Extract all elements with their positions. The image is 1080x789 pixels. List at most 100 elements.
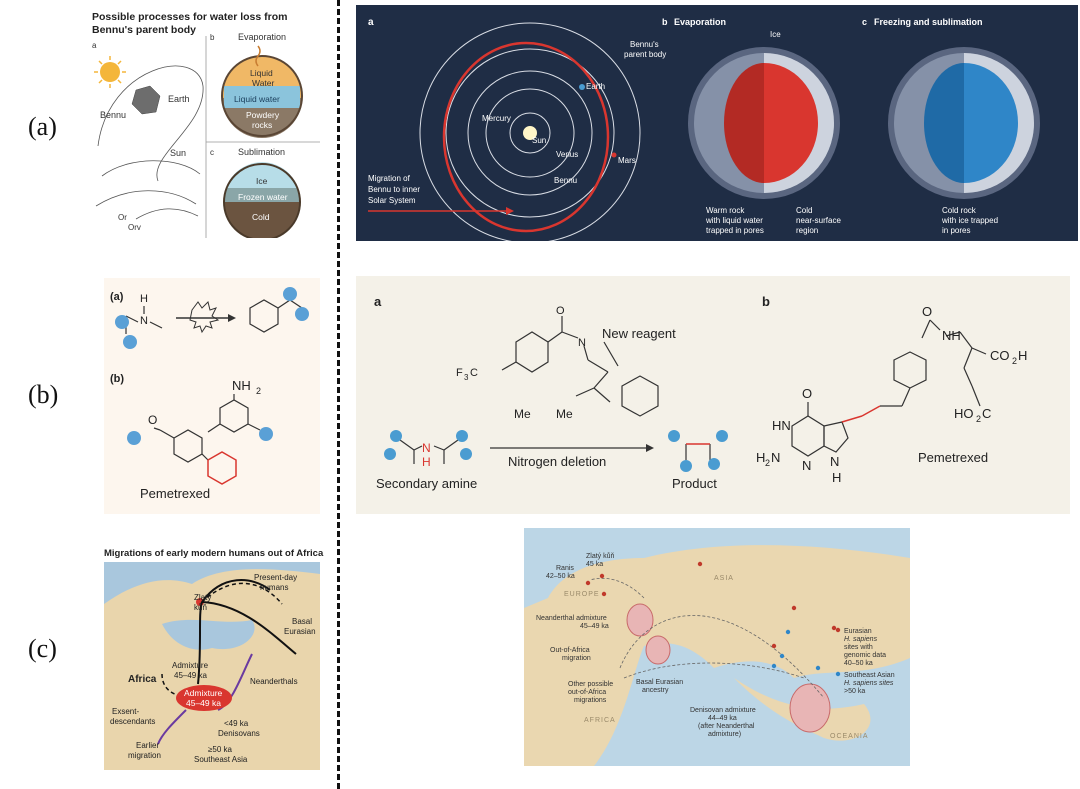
freezing-sphere	[888, 47, 1040, 199]
a-right-warm1: Warm rock	[706, 206, 745, 215]
c-right-leg1b: H. sapiens	[844, 636, 878, 643]
a-left-liquid2: Water	[252, 78, 275, 88]
b-left-o: O	[148, 413, 157, 427]
a-right-panel-c-title: Freezing and sublimation	[874, 17, 983, 27]
c-right-ranis1: Ranis	[556, 565, 574, 572]
b-left-atom-2	[123, 335, 137, 349]
a-right-panel-c: c	[862, 17, 867, 27]
a-right-migration2: Bennu to inner	[368, 185, 420, 194]
figure-a-left: Possible processes for water loss from B…	[92, 11, 320, 238]
explosion-icon	[189, 301, 220, 334]
c-right-deni4: admixture)	[708, 731, 741, 738]
a-right-mars: Mars	[618, 156, 636, 165]
bennu-rock-icon	[131, 85, 161, 115]
c-left-denis1: <49 ka	[224, 719, 249, 728]
orbit-path	[97, 65, 204, 182]
a-right-coldrock1: Cold rock	[942, 206, 977, 215]
c-left-present2: humans	[260, 583, 288, 592]
c-left-sea1: ≥50 ka	[208, 745, 233, 754]
c-left-africa: Africa	[128, 674, 157, 685]
b-left-atom-5	[127, 431, 141, 445]
b-right-f3c-sub: 3	[464, 373, 469, 382]
c-right-zlaty1: Zlatý kůň	[586, 552, 615, 560]
bennu-orbit-red	[442, 41, 610, 233]
b-right-atom-7	[716, 430, 728, 442]
a-right-bennus2: parent body	[624, 50, 666, 59]
c-left-admix-big2: 45–49 ka	[186, 698, 221, 708]
a-left-panel-a: a	[92, 41, 97, 50]
b-right-n: N	[422, 441, 431, 455]
b-right-me2: Me	[556, 407, 573, 421]
a-right-migration3: Solar System	[368, 196, 416, 205]
b-right-nh-ring: N	[830, 454, 839, 469]
c-right-land	[524, 545, 910, 766]
a-left-orbit2: Orv	[128, 223, 141, 232]
b-right-atom-5	[668, 430, 680, 442]
a-right-earth: Earth	[586, 82, 605, 91]
b-right-product: Product	[672, 476, 717, 491]
b-right-secondary-amine: Secondary amine	[376, 476, 477, 491]
a-left-bennu: Bennu	[100, 110, 126, 120]
basal-eurasian-area	[645, 635, 671, 665]
figure-a-right: a Sun Mercury Venus Earth Mars Bennu Mig…	[356, 5, 1078, 241]
dashed-divider	[337, 0, 340, 789]
a-right-coldrock3: in pores	[942, 226, 970, 235]
b-left-pemetrexed: Pemetrexed	[140, 486, 210, 501]
c-right-ranis2: 42–50 ka	[546, 573, 575, 580]
b-right-atom-4	[460, 448, 472, 460]
b-right-pemetrexed: Pemetrexed	[918, 450, 988, 465]
b-right-co2h-sub: 2	[1012, 356, 1017, 366]
a-right-panel-b-title: Evaporation	[674, 17, 726, 27]
a-right-panel-b: b	[662, 17, 668, 27]
sun-icon	[94, 56, 126, 88]
legend-blue-dot	[835, 671, 841, 677]
a-right-warm2: with liquid water	[705, 216, 763, 225]
c-left-earlier1: Earlier	[136, 741, 159, 750]
b-right-f3c: F	[456, 367, 463, 379]
c-right-ooa1: Out-of-Africa	[550, 647, 590, 654]
a-left-liquid-water: Liquid water	[234, 94, 280, 104]
c-left-basal1: Basal	[292, 617, 312, 626]
a-left-title-2: Bennu's parent body	[92, 24, 196, 36]
c-left-zlaty1: Zlatý	[194, 593, 211, 602]
b-right-hn: HN	[772, 418, 791, 433]
row-label-c: (c)	[28, 634, 57, 663]
b-right-ho2c-c: C	[982, 406, 991, 421]
b-left-atom-1	[115, 315, 129, 329]
a-left-liquid1: Liquid	[250, 68, 273, 78]
b-right-atom-8	[708, 458, 720, 470]
b-right-h2n-n: N	[771, 450, 780, 465]
b-right-me1: Me	[514, 407, 531, 421]
c-left-admix-big1: Admixture	[184, 688, 223, 698]
c-right-asia: ASIA	[714, 575, 734, 582]
c-left-earlier2: migration	[128, 751, 161, 760]
a-right-cold1: Cold	[796, 206, 812, 215]
b-left-red-ring	[207, 451, 237, 485]
c-left-present1: Present-day	[254, 573, 297, 582]
c-right-neand2: 45–49 ka	[580, 623, 609, 630]
a-left-orbit1: Or	[118, 213, 127, 222]
a-left-earth: Earth	[168, 94, 190, 104]
a-right-bennu: Bennu	[554, 176, 577, 185]
b-left-atom-6	[259, 427, 273, 441]
a-right-venus: Venus	[556, 150, 578, 159]
b-right-f3c-c: C	[470, 367, 478, 379]
c-right-leg2a: Southeast Asian	[844, 672, 895, 679]
sun-dot	[523, 126, 537, 140]
c-right-africa: AFRICA	[584, 717, 616, 724]
c-right-leg1d: genomic data	[844, 652, 886, 659]
b-left-atom-4	[295, 307, 309, 321]
a-left-ice: Ice	[256, 176, 268, 186]
b-left-benzene	[249, 299, 279, 333]
sublimation-disc	[223, 162, 301, 238]
b-right-nh: NH	[942, 328, 961, 343]
a-right-mercury: Mercury	[482, 114, 511, 123]
a-right-panel-a: a	[368, 17, 374, 28]
c-right-oceania: OCEANIA	[830, 733, 869, 740]
a-left-frozen: Frozen water	[238, 192, 288, 202]
b-right-o2: O	[922, 304, 932, 319]
figure-c-right: Zlatý kůň 45 ka Ranis 42–50 ka EUROPE AS…	[524, 528, 910, 766]
c-right-leg1a: Eurasian	[844, 628, 872, 635]
a-right-coldrock2: with ice trapped	[941, 216, 998, 225]
c-right-deni1: Denisovan admixture	[690, 707, 756, 714]
